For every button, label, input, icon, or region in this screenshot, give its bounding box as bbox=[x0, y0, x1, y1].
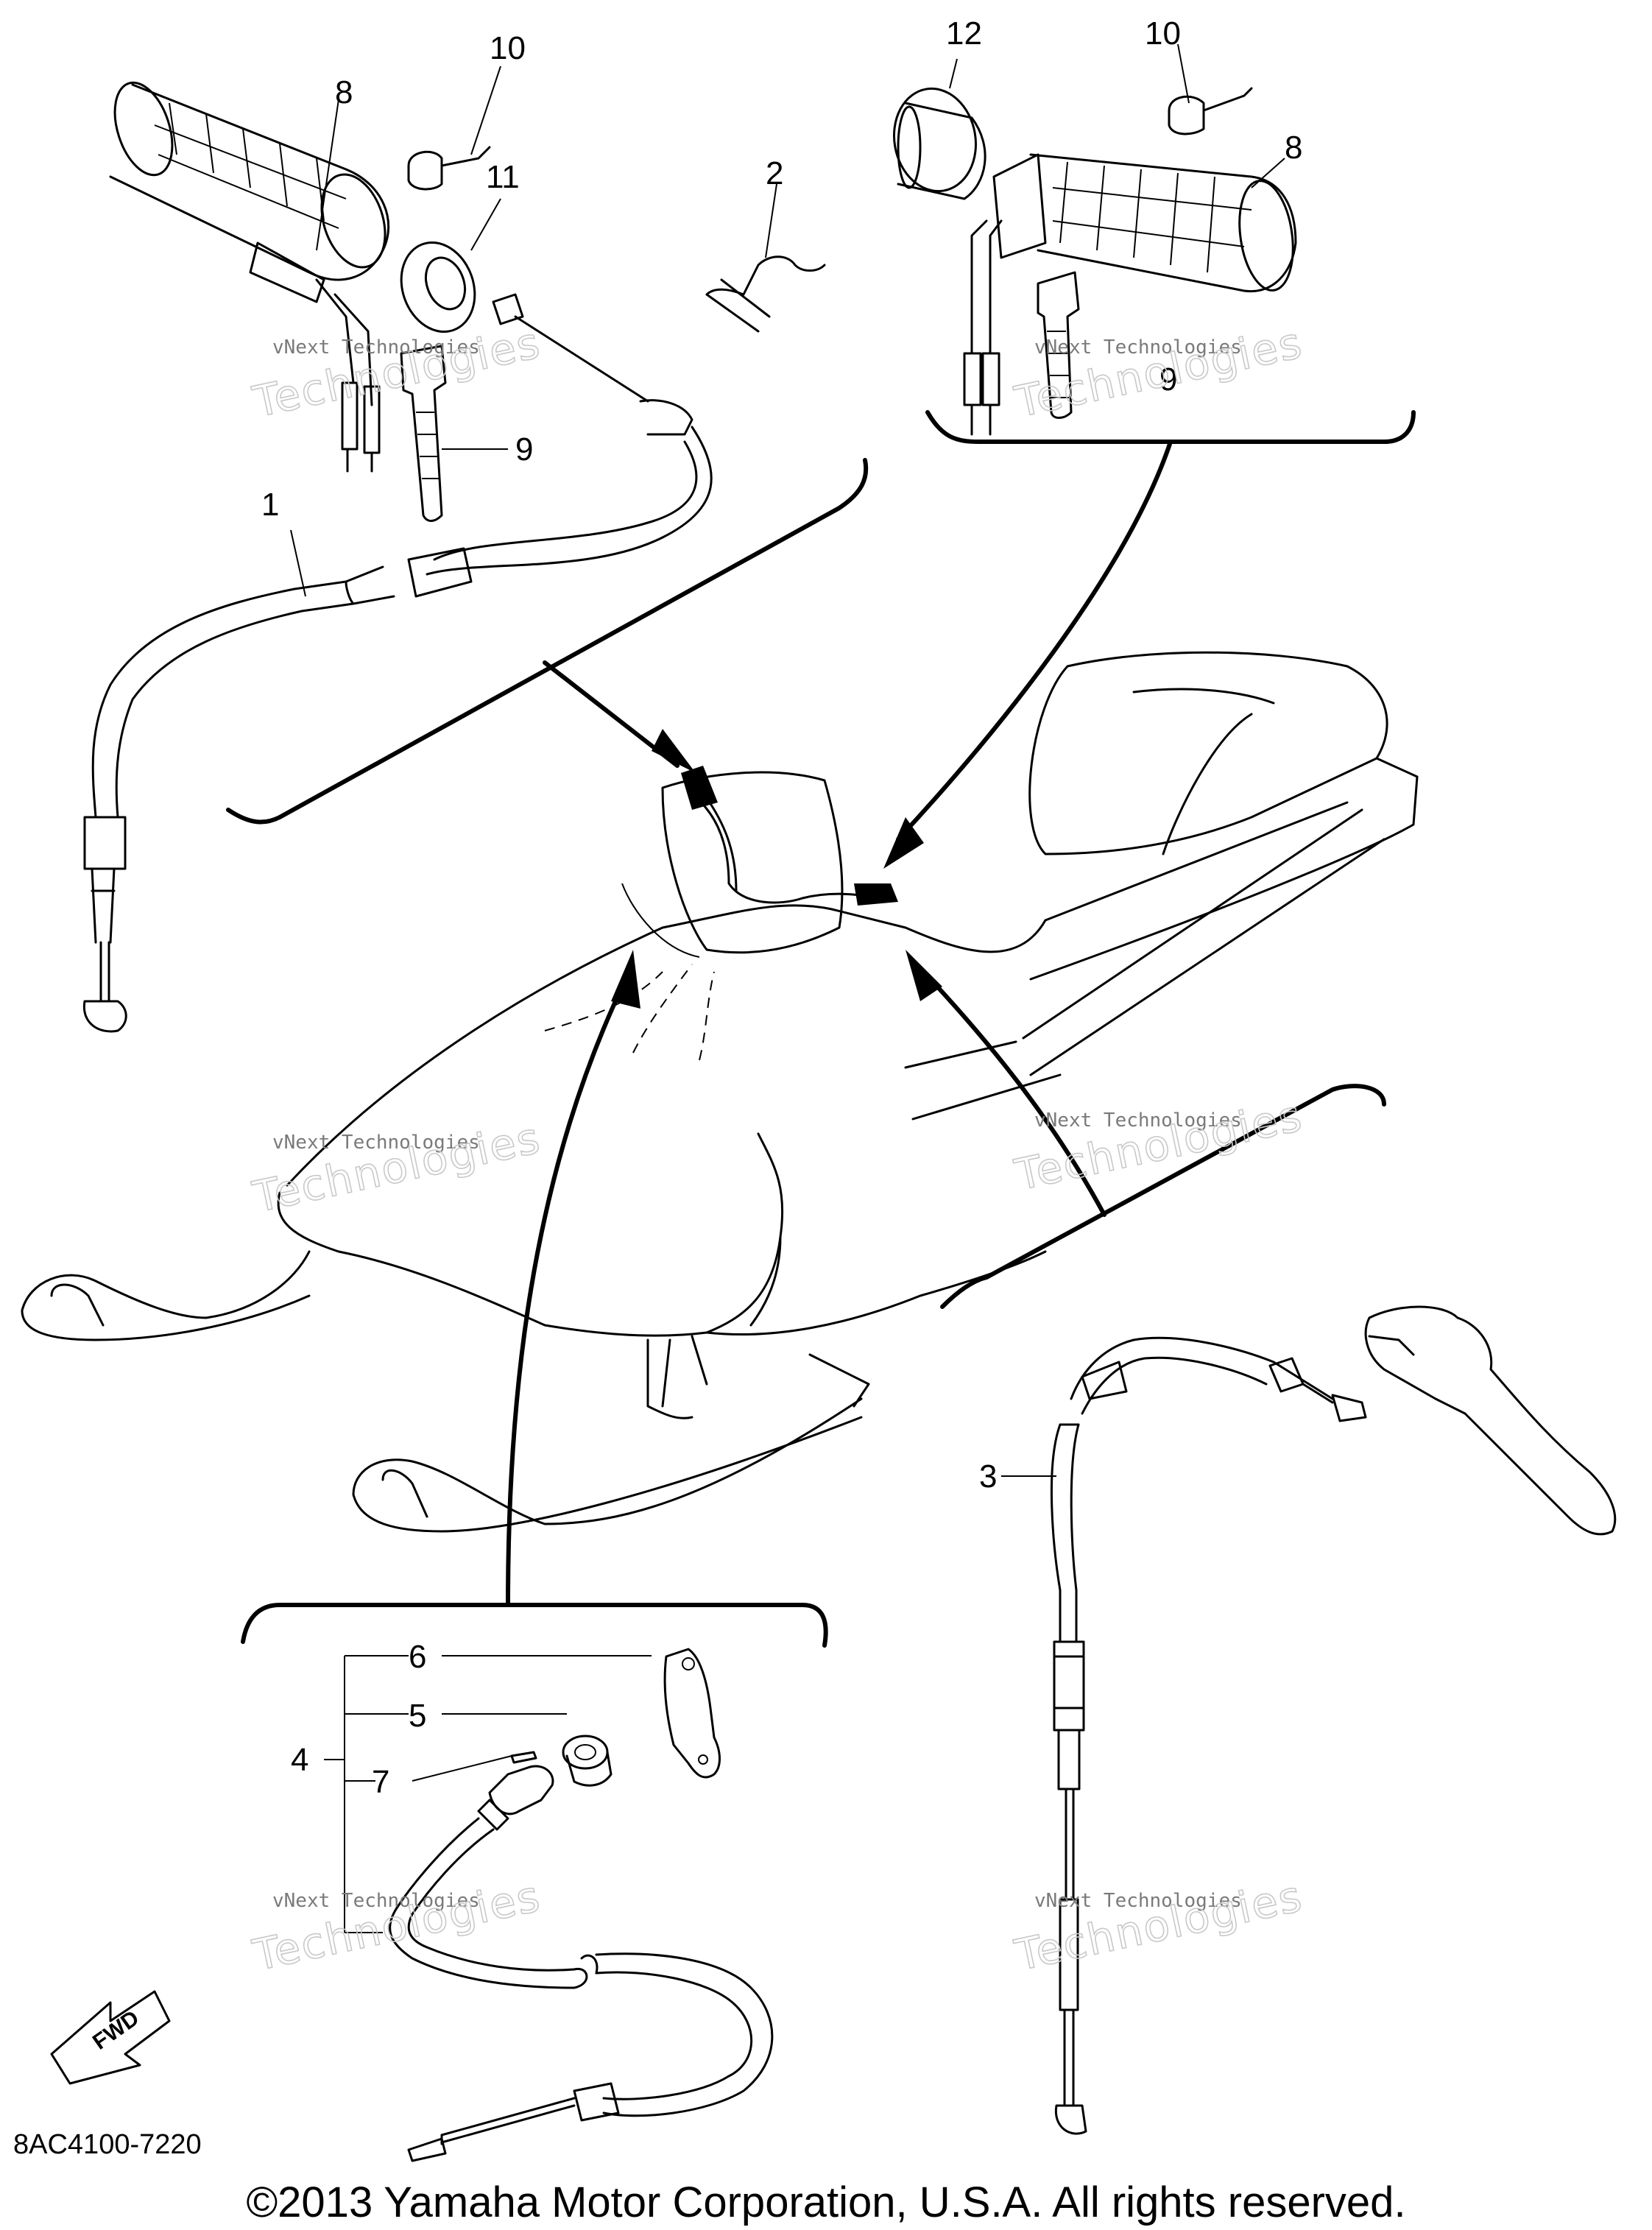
callout-8-right: 8 bbox=[1285, 130, 1302, 166]
callout-11: 11 bbox=[486, 159, 520, 195]
kill-switch-bracket bbox=[241, 950, 828, 1648]
snowmobile-body bbox=[277, 651, 1419, 1419]
svg-text:Technologies: Technologies bbox=[248, 1112, 545, 1222]
callout-labels: 1 2 3 4 5 6 7 8 8 9 9 10 10 11 12 bbox=[261, 15, 1302, 1800]
left-collar bbox=[400, 241, 476, 334]
nut-part-5 bbox=[562, 1735, 613, 1787]
throttle-lever bbox=[1364, 1305, 1617, 1536]
callout-10-right: 10 bbox=[1145, 15, 1181, 52]
callout-8-left: 8 bbox=[335, 74, 353, 110]
left-grip bbox=[109, 81, 390, 406]
svg-text:Technologies: Technologies bbox=[1010, 1871, 1307, 1980]
copyright-notice: ©2013 Yamaha Motor Corporation, U.S.A. A… bbox=[246, 2178, 1406, 2226]
skis bbox=[21, 1250, 870, 1533]
callout-10-left: 10 bbox=[490, 30, 526, 66]
left-screw bbox=[407, 146, 491, 191]
kill-switch-cable bbox=[389, 1817, 774, 2162]
throttle-cable bbox=[1050, 1336, 1367, 2135]
callout-6: 6 bbox=[409, 1639, 426, 1675]
svg-text:vNext Technologies: vNext Technologies bbox=[1034, 1109, 1242, 1132]
watermarks: vNext Technologies Technologies vNext Te… bbox=[248, 317, 1308, 1981]
group-bracket-4 bbox=[324, 1655, 409, 1933]
callout-leaders bbox=[290, 43, 1285, 1782]
callout-3: 3 bbox=[979, 1458, 997, 1495]
left-throttle-cable bbox=[82, 293, 713, 1033]
right-grip-cap bbox=[892, 87, 986, 200]
left-cable-tie bbox=[400, 345, 447, 522]
svg-text:vNext Technologies: vNext Technologies bbox=[272, 336, 480, 359]
diagram-part-code: 8AC4100-7220 bbox=[13, 2129, 202, 2160]
svg-text:vNext Technologies: vNext Technologies bbox=[1034, 336, 1242, 359]
callout-5: 5 bbox=[409, 1698, 426, 1734]
callout-4: 4 bbox=[291, 1742, 308, 1778]
callout-9-right: 9 bbox=[1159, 361, 1177, 398]
throttle-bracket bbox=[906, 950, 1386, 1309]
right-cable-tie bbox=[1037, 271, 1080, 419]
callout-7: 7 bbox=[372, 1764, 389, 1800]
fwd-arrow: FWD bbox=[50, 1990, 171, 2085]
svg-text:Technologies: Technologies bbox=[248, 1871, 545, 1980]
right-grip-bracket bbox=[883, 410, 1416, 869]
switch-bracket-part-6 bbox=[663, 1648, 721, 1779]
callout-1: 1 bbox=[261, 487, 279, 523]
left-grip-wires bbox=[341, 381, 381, 473]
callout-12: 12 bbox=[946, 15, 982, 52]
right-grip bbox=[992, 153, 1297, 293]
right-grip-wires bbox=[963, 219, 1003, 436]
callout-9-left: 9 bbox=[515, 431, 533, 467]
svg-text:vNext Technologies: vNext Technologies bbox=[272, 1132, 480, 1154]
kill-switch-body bbox=[477, 1765, 554, 1831]
clip-part-2 bbox=[705, 255, 826, 333]
callout-2: 2 bbox=[766, 155, 783, 191]
pin-part-7 bbox=[510, 1751, 537, 1764]
svg-text:vNext Technologies: vNext Technologies bbox=[272, 1890, 480, 1912]
left-grip-bracket bbox=[226, 458, 869, 825]
svg-text:vNext Technologies: vNext Technologies bbox=[1034, 1890, 1242, 1912]
svg-text:Technologies: Technologies bbox=[248, 317, 545, 427]
svg-text:Technologies: Technologies bbox=[1010, 317, 1307, 427]
right-screw bbox=[1168, 87, 1253, 135]
